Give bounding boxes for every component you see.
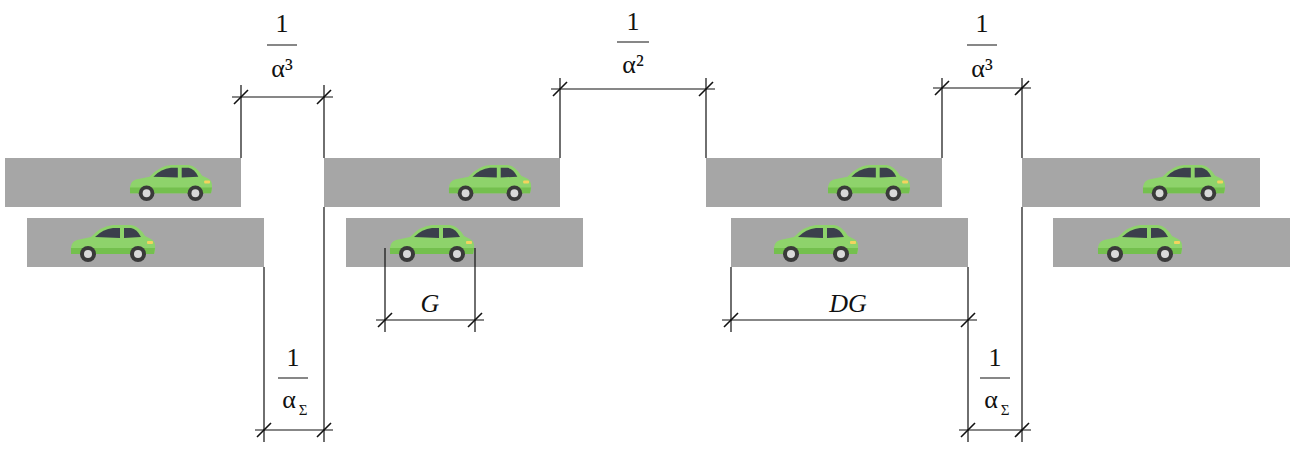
dimension-tick [699,82,713,96]
fraction-denominator: α [282,387,296,413]
dimension-tick [468,313,482,327]
fraction-numerator: 1 [976,11,989,37]
dimension-tick [553,82,567,96]
dimension-label: DG [829,291,867,317]
dimension-tick [317,423,331,437]
dimension-tick [378,313,392,327]
fraction-denominator: α² [622,52,643,78]
dimension-tick [1015,423,1029,437]
fraction-numerator: 1 [287,345,300,371]
fraction-numerator: 1 [276,11,289,37]
dimension-tick [724,313,738,327]
dimension-tick [257,423,271,437]
dimension-tick [317,90,331,104]
subscript: Σ [1001,403,1010,418]
dimension-ticks [234,81,1029,437]
dimension-lines [232,42,1031,442]
fraction-denominator: α³ [271,56,292,82]
subscript: Σ [299,403,308,418]
dimension-tick [935,81,949,95]
road-lanes [5,158,1290,267]
dimension-tick [1015,81,1029,95]
dimension-tick [961,423,975,437]
fraction-denominator: α [984,387,998,413]
fraction-numerator: 1 [989,345,1002,371]
cars [71,165,1225,262]
dimension-label: G [421,291,440,317]
dimension-tick [234,90,248,104]
dimension-tick [961,313,975,327]
fraction-numerator: 1 [627,9,640,35]
fraction-denominator: α³ [971,56,992,82]
